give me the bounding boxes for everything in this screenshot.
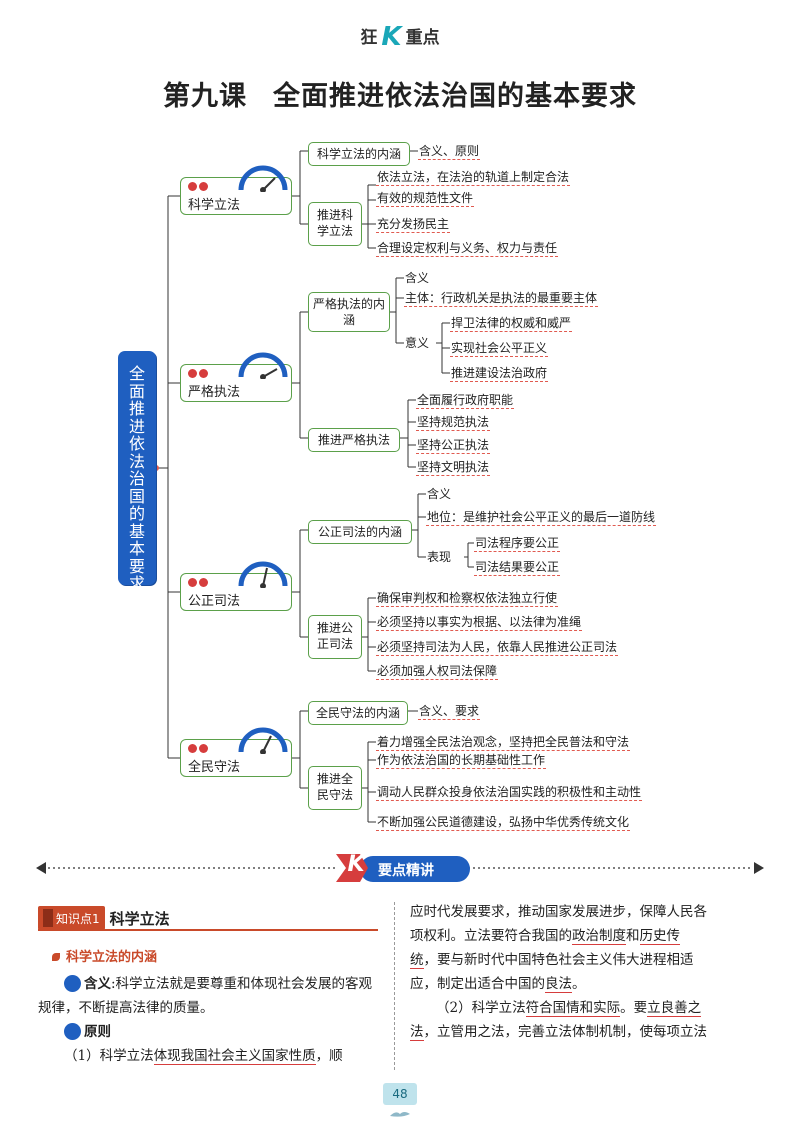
node-b4-promote: 推进全民守法: [308, 766, 362, 810]
node-b4-connotation: 全民守法的内涵: [308, 701, 408, 725]
section-title: 要点精讲: [378, 863, 434, 879]
branch-fair-justice: 公正司法: [180, 561, 292, 611]
leaf-b3-man-item: 司法结果要公正: [474, 560, 561, 576]
text-line: 法，立管用之法，完善立法体制机制，使每项立法: [410, 1024, 707, 1041]
text-line: 应时代发展要求，推动国家发展进步，保障人民各: [410, 904, 707, 920]
leaf-b4-item: 着力增强全民法治观念，坚持把全民普法和守法: [376, 735, 631, 751]
right-column-text: 应时代发展要求，推动国家发展进步，保障人民各 项权利。立法要符合我国的政治制度和…: [410, 900, 762, 1044]
leaf-b1-item: 合理设定权利与义务、权力与责任: [376, 241, 559, 257]
left-column-text: 1含义:科学立法就是要尊重和体现社会发展的客观规律，不断提高法律的质量。 2原则…: [38, 972, 383, 1068]
knowledge-point-tag: 知识点1: [38, 906, 105, 930]
gauge-icon: [238, 165, 288, 192]
leaf-b2-subject: 主体：行政机关是执法的最重要主体: [404, 291, 599, 307]
node-b1-connotation: 科学立法的内涵: [308, 142, 410, 166]
leaf-b3-status: 地位：是维护社会公平正义的最后一道防线: [426, 510, 657, 526]
section-k-logo: K: [347, 852, 365, 877]
brand-text-right: 重点: [405, 28, 440, 48]
leaf-b2-item: 坚持公正执法: [416, 438, 491, 454]
number-circle-icon: 1: [64, 975, 98, 992]
page-title: 第九课全面推进依法治国的基本要求: [0, 74, 800, 113]
branch-label: 公正司法: [188, 594, 241, 609]
leaf-b4-connotation: 含义、要求: [418, 704, 481, 720]
gauge-icon: [238, 352, 288, 379]
branch-label: 严格执法: [188, 385, 241, 400]
node-b2-connotation: 严格执法的内涵: [308, 292, 390, 332]
leaf-b2-meaning: 含义: [405, 271, 430, 285]
leaf-b2-sig-item: 实现社会公平正义: [450, 341, 549, 357]
lesson-number: 第九课: [163, 81, 247, 112]
knowledge-point-name: 科学立法: [109, 909, 170, 928]
leaf-b1-item: 依法立法，在法治的轨道上制定合法: [376, 170, 571, 186]
branch-label: 全民守法: [188, 760, 241, 775]
leaf-b3-item: 必须坚持司法为人民，依靠人民推进公正司法: [376, 640, 619, 656]
leaf-b2-sig-item: 捍卫法律的权威和威严: [450, 316, 573, 332]
knowledge-point-underline: [38, 929, 378, 931]
column-divider: [394, 902, 395, 1070]
tag-dots-icon: [188, 578, 208, 587]
gauge-icon: [238, 561, 288, 588]
knowledge-point-header: 知识点1 科学立法: [38, 906, 170, 930]
node-b3-connotation: 公正司法的内涵: [308, 520, 412, 544]
leaf-b1-item: 充分发扬民主: [376, 217, 451, 233]
mindmap-connectors: [153, 150, 474, 823]
node-b3-promote: 推进公正司法: [308, 615, 362, 659]
brand-k-logo: K: [381, 22, 402, 52]
branch-strict-enforcement: 严格执法: [180, 352, 292, 402]
leaf-b3-item: 确保审判权和检察权依法独立行使: [376, 591, 559, 607]
leaf-b3-man-item: 司法程序要公正: [474, 536, 561, 552]
leaf-b4-item: 作为依法治国的长期基础性工作: [376, 753, 547, 769]
principle-heading: 2原则: [38, 1020, 383, 1044]
branch-universal-law-abiding: 全民守法: [180, 727, 292, 777]
number-circle-icon: 2: [64, 1023, 98, 1040]
text-line: 应，制定出适合中国的良法。: [410, 976, 586, 993]
meaning-label: 含义: [84, 976, 111, 992]
leaf-b3-item: 必须加强人权司法保障: [376, 664, 499, 680]
tag-dots-icon: [188, 182, 208, 191]
leaf-b2-item: 坚持文明执法: [416, 460, 491, 476]
page-number: 48: [383, 1083, 417, 1105]
leaf-b4-item: 不断加强公民道德建设，弘扬中华优秀传统文化: [376, 815, 631, 831]
text-line: 项权利。立法要符合我国的政治制度和历史传: [410, 928, 680, 945]
mindmap-root: 全面推进依法治国的基本要求: [118, 351, 156, 592]
leaf-b3-manifest: 表现: [427, 550, 452, 564]
subheading: 科学立法的内涵: [52, 946, 157, 965]
leaf-b1-connotation: 含义、原则: [418, 144, 481, 160]
leaf-b4-item: 调动人民群众投身依法治国实践的积极性和主动性: [376, 785, 643, 801]
text-line: （2）科学立法符合国情和实际。要立良善之: [436, 1000, 702, 1017]
leaf-b2-significance: 意义: [405, 336, 430, 350]
brand-text-left: 狂: [360, 28, 378, 48]
tag-dots-icon: [188, 369, 208, 378]
meaning-paragraph: 1含义:科学立法就是要尊重和体现社会发展的客观规律，不断提高法律的质量。: [38, 972, 383, 1020]
leaf-b1-item: 有效的规范性文件: [376, 191, 475, 207]
leaf-bullet-icon: [52, 953, 60, 961]
branch-scientific-legislation: 科学立法: [180, 165, 292, 215]
leaf-b3-meaning: 含义: [427, 487, 452, 501]
meaning-text: :科学立法就是要尊重和体现社会发展的客观规律，不断提高法律的质量。: [38, 976, 373, 1016]
bird-icon: [390, 1112, 410, 1117]
gauge-icon: [238, 727, 288, 754]
leaf-b2-sig-item: 推进建设法治政府: [450, 366, 549, 382]
leaf-b2-item: 全面履行政府职能: [416, 393, 515, 409]
principle-label: 原则: [84, 1024, 111, 1040]
principle-1-text: （1）科学立法体现我国社会主义国家性质，顺: [64, 1048, 343, 1065]
node-b2-promote: 推进严格执法: [308, 428, 400, 452]
lesson-topic: 全面推进依法治国的基本要求: [273, 81, 637, 112]
node-b1-promote: 推进科学立法: [308, 202, 362, 246]
branch-label: 科学立法: [188, 198, 241, 213]
text-line: 统，要与新时代中国特色社会主义伟大进程相适: [410, 952, 694, 969]
leaf-b2-item: 坚持规范执法: [416, 415, 491, 431]
tag-dots-icon: [188, 744, 208, 753]
leaf-b3-item: 必须坚持以事实为根据、以法律为准绳: [376, 615, 583, 631]
section-divider: [36, 854, 764, 882]
